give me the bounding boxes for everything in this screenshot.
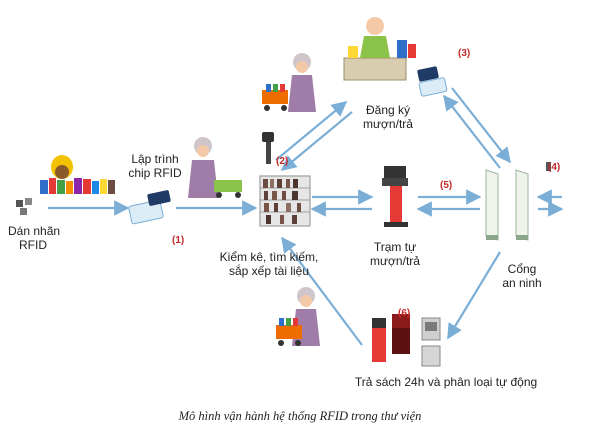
step-3: (3) [458, 48, 471, 59]
step-4: (4) [548, 162, 561, 173]
label-lap-trinh: Lập trình chip RFID [122, 152, 188, 180]
label-kiem-ke-line2: sắp xếp tài liệu [228, 264, 310, 278]
label-kiem-ke: Kiểm kê, tìm kiếm, sắp xếp tài liệu [204, 250, 334, 278]
label-kiem-ke-line1: Kiểm kê, tìm kiếm, [219, 250, 319, 264]
librarian-icon [188, 137, 242, 198]
label-cong-line2: an ninh [502, 276, 542, 290]
step-6: (6) [398, 308, 411, 319]
label-tram-tu: Trạm tự mượn/trả [362, 240, 428, 268]
arrow-desk-to-gate [451, 87, 511, 164]
arrow-gate-to-return [447, 251, 501, 340]
step-1: (1) [172, 235, 185, 246]
arrow-shelf-to-desk [275, 101, 348, 161]
rfid-tag-icon [546, 162, 551, 171]
clerk-desk-icon [343, 17, 416, 81]
label-dan-nhan-line2: RFID [19, 238, 47, 252]
book-cart-icon [262, 53, 316, 112]
book-return-machine-icon [372, 314, 441, 367]
label-tra-sach: Trả sách 24h và phân loại tự động [354, 375, 538, 389]
label-dang-ky-line2: mượn/trả [363, 117, 413, 131]
book-cart-icon [276, 287, 320, 346]
label-cong-line1: Cổng [507, 262, 537, 276]
step-5: (5) [440, 180, 453, 191]
arrow-desk-to-shelf [280, 111, 353, 171]
flow-arrows [48, 87, 564, 346]
label-dan-nhan-line1: Dán nhãn [8, 224, 61, 238]
label-lap-trinh-line2: chip RFID [128, 166, 182, 180]
arrow-return-to-shelf [281, 236, 363, 346]
label-dang-ky: Đăng ký mượn/trả [358, 103, 418, 131]
rfid-tag-icon [417, 66, 448, 97]
label-lap-trinh-line1: Lập trình [131, 152, 179, 166]
figure-caption: Mô hình vận hành hệ thống RFID trong thư… [178, 409, 422, 423]
rfid-tag-icon [128, 190, 171, 225]
label-cong-an-ninh: Cổng an ninh [494, 262, 550, 290]
step-2: (2) [276, 156, 289, 167]
security-gate-icon [485, 169, 529, 241]
label-tram-tu-line1: Trạm tự [373, 240, 417, 254]
label-dang-ky-line1: Đăng ký [365, 103, 411, 117]
books-stack-icon [40, 155, 115, 194]
bookshelf-icon [259, 175, 311, 227]
self-checkout-kiosk-icon [382, 166, 408, 227]
rfid-tag-icon [16, 198, 32, 215]
arrow-gate-to-desk [443, 94, 501, 169]
label-dan-nhan: Dán nhãn RFID [8, 224, 61, 252]
handheld-reader-icon [262, 132, 274, 164]
label-tram-tu-line2: mượn/trả [370, 254, 420, 268]
